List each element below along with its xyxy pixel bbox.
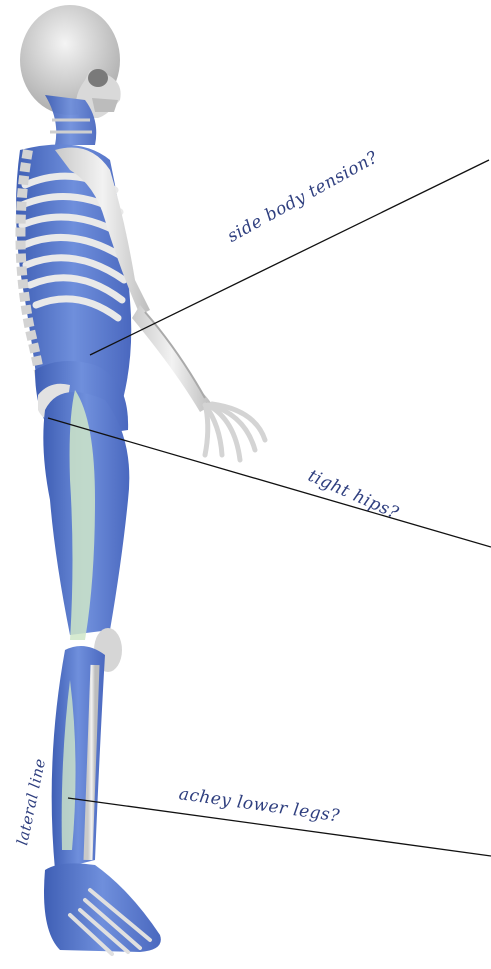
thigh — [43, 390, 129, 640]
foot — [44, 863, 161, 954]
lower-leg — [52, 646, 105, 870]
leader-line-side-body — [90, 160, 489, 355]
hand — [205, 404, 265, 460]
